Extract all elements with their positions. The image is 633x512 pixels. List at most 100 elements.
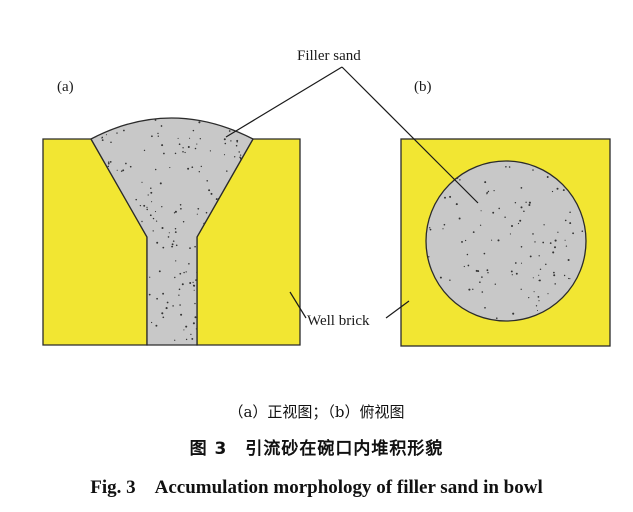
sand-speckle [173, 212, 176, 214]
sand-speckle [188, 263, 190, 265]
sand-speckle [161, 312, 164, 315]
panel-a-front-view [42, 117, 301, 346]
leader-well-brick-a [289, 291, 307, 319]
sand-speckle [534, 241, 536, 243]
sand-speckle [562, 189, 565, 192]
sand-speckle [193, 284, 196, 287]
sand-speckle [151, 135, 153, 138]
sand-speckle [444, 196, 446, 199]
sand-speckle [556, 187, 559, 190]
sand-speckle [496, 317, 498, 319]
sand-speckle [155, 324, 158, 327]
sand-speckle [199, 138, 201, 140]
sand-speckle [487, 190, 490, 193]
sand-speckle [519, 219, 522, 222]
sand-speckle [200, 165, 202, 168]
sand-speckle [167, 236, 170, 238]
sand-speckle [459, 179, 461, 181]
sand-speckle [569, 222, 572, 225]
sand-speckle [149, 276, 151, 278]
sand-speckle [228, 130, 231, 132]
sand-speckle [223, 138, 226, 141]
filler-sand-front [90, 117, 254, 346]
sand-speckle [185, 338, 188, 341]
sand-speckle [162, 316, 165, 319]
sand-speckle [192, 281, 194, 284]
sand-speckle [545, 263, 547, 266]
sand-speckle [194, 302, 196, 305]
sand-speckle [123, 129, 125, 132]
sand-speckle [569, 278, 571, 280]
sand-speckle [161, 226, 164, 230]
sand-speckle [152, 230, 154, 232]
sand-speckle [532, 277, 534, 279]
sand-speckle [535, 305, 538, 307]
leader-filler-sand-a [225, 66, 343, 138]
sand-speckle [177, 137, 179, 139]
sand-speckle [183, 271, 185, 274]
sand-speckle [497, 239, 500, 242]
sand-speckle [236, 141, 238, 143]
sand-speckle [125, 162, 127, 165]
sand-speckle [493, 189, 495, 192]
sand-speckle [196, 213, 198, 215]
sand-speckle [542, 241, 545, 244]
sand-speckle [121, 121, 123, 124]
sand-speckle [182, 220, 185, 223]
sand-speckle [523, 210, 525, 213]
sand-speckle [91, 123, 92, 126]
sand-speckle [120, 119, 123, 122]
sand-speckle [533, 291, 535, 293]
sand-speckle [439, 276, 442, 279]
sand-speckle [538, 300, 540, 302]
sand-speckle [564, 239, 566, 241]
sand-speckle [563, 274, 566, 277]
sand-speckle [505, 166, 507, 168]
sand-speckle [510, 224, 514, 228]
sand-speckle [174, 231, 177, 233]
sand-speckle [231, 122, 234, 125]
sand-speckle [160, 125, 163, 127]
sand-speckle [194, 147, 197, 150]
sand-speckle [151, 201, 153, 203]
sand-speckle [479, 224, 482, 226]
sand-speckle [156, 241, 159, 244]
sand-speckle [429, 228, 432, 231]
sand-speckle [517, 222, 520, 225]
sand-speckle [464, 239, 467, 242]
sand-speckle [171, 243, 174, 246]
panel-a-label: (a) [57, 79, 74, 95]
sand-speckle [116, 169, 118, 171]
sand-speckle [129, 165, 132, 168]
sand-speckle [107, 165, 110, 168]
sand-speckle [239, 154, 242, 156]
sand-speckle [532, 169, 534, 171]
sand-speckle [197, 207, 200, 210]
sand-speckle [520, 206, 523, 209]
sand-speckle [572, 232, 575, 235]
sand-speckle [449, 195, 452, 198]
sand-speckle [449, 279, 451, 281]
sand-speckle [178, 143, 181, 146]
sand-speckle [467, 264, 470, 267]
sand-speckle [528, 296, 530, 299]
sand-speckle [175, 260, 177, 262]
sand-speckle [120, 121, 123, 123]
sand-speckle [520, 262, 523, 264]
sand-speckle [162, 292, 165, 295]
sand-speckle [187, 145, 190, 149]
sand-speckle [568, 277, 570, 280]
sand-speckle [88, 124, 90, 126]
sand-speckle [520, 288, 522, 290]
sand-speckle [484, 181, 487, 184]
sand-speckle [107, 162, 110, 165]
sand-speckle [479, 281, 481, 283]
sand-speckle [511, 274, 513, 276]
sand-speckle [189, 247, 191, 249]
sand-speckle [102, 127, 105, 130]
sand-speckle [238, 151, 240, 153]
leader-filler-sand-b [341, 66, 479, 204]
sand-speckle [179, 304, 181, 306]
sand-speckle [504, 216, 506, 218]
sand-speckle [509, 233, 511, 235]
